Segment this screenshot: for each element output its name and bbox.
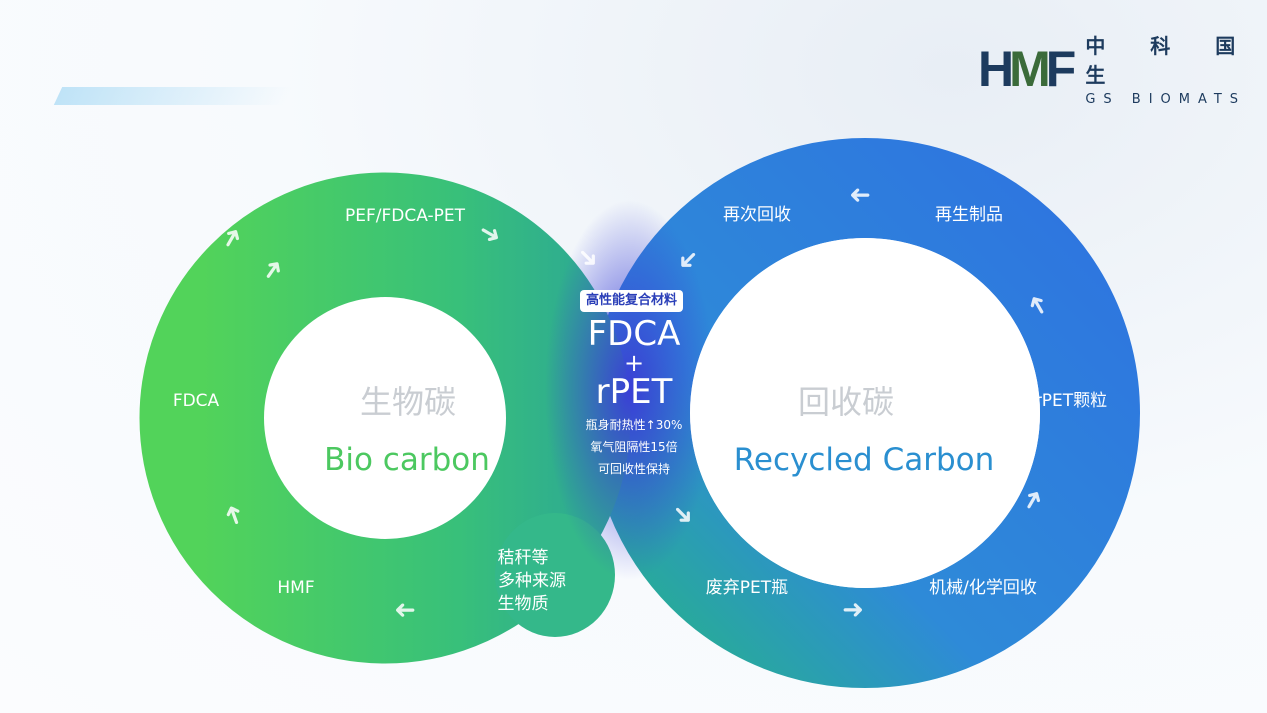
step-waste-pet-bottles: 废弃PET瓶 [705, 578, 789, 598]
benefit-heat: 瓶身耐热性↑30% [585, 418, 683, 432]
step-biomass-2: 多种来源 [498, 571, 566, 591]
arrow-icon: ➜ [842, 595, 864, 625]
step-fdca: FDCA [172, 391, 220, 411]
logo-name-en: GS BIOMATS [1085, 92, 1247, 107]
step-recollect: 再次回收 [723, 205, 791, 225]
right-title-cn: 回收碳 [797, 383, 895, 421]
center-rpet: rPET [595, 372, 673, 412]
right-inner [690, 238, 1040, 588]
center-plus: + [623, 349, 645, 377]
logo: HMF 中 科 国 生 GS BIOMATS [978, 30, 1267, 107]
step-biomass-1: 秸秆等 [497, 548, 549, 568]
left-inner [264, 297, 506, 539]
center-fdca: FDCA [587, 314, 681, 354]
logo-mark: HMF [978, 40, 1076, 97]
step-rpet-pellets: rPET颗粒 [1034, 391, 1108, 411]
left-title-en: Bio carbon [324, 442, 490, 478]
step-pef: PEF/FDCA-PET [344, 206, 466, 226]
step-mech-chem-recycling: 机械/化学回收 [929, 578, 1037, 598]
benefit-recyclable: 可回收性保持 [597, 462, 671, 476]
composite-badge: 高性能复合材料 [580, 290, 684, 312]
left-title-cn: 生物碳 [359, 383, 457, 421]
logo-name-cn: 中 科 国 生 [1085, 34, 1255, 87]
step-biomass-3: 生物质 [497, 594, 549, 614]
benefit-oxygen: 氧气阻隔性15倍 [590, 440, 678, 454]
center-panel: FDCA + rPET 瓶身耐热性↑30% 氧气阻隔性15倍 可回收性保持 [586, 316, 683, 480]
right-title-en: Recycled Carbon [733, 442, 995, 478]
step-recycled-products: 再生制品 [935, 205, 1003, 225]
arrow-icon: ➜ [394, 595, 416, 625]
arrow-icon: ➜ [849, 180, 871, 210]
step-hmf: HMF [277, 578, 315, 598]
